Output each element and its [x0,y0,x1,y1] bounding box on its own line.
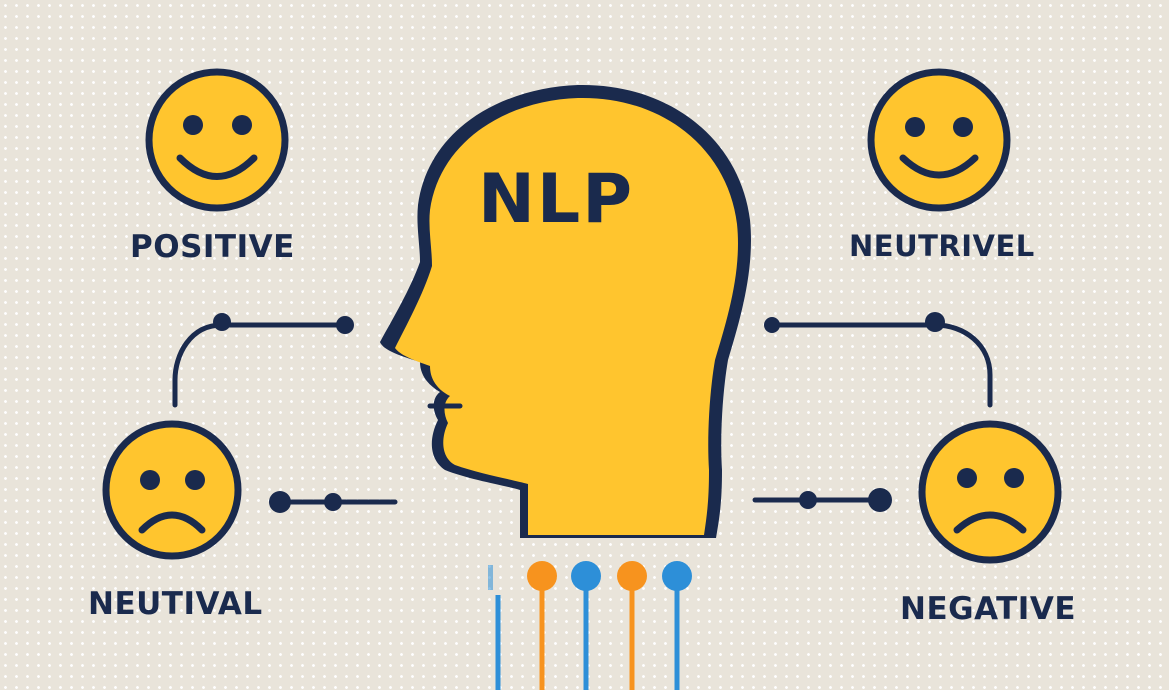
left-connectors [172,313,398,513]
frowning-face-icon [918,420,1062,564]
frowning-face-icon [102,420,242,560]
sentiment-label-neutral-top: NEUTRIVEL [849,229,1035,263]
sentiment-label-negative: NEGATIVE [900,591,1076,627]
sentiment-label-positive: POSITIVE [130,229,295,265]
smiling-face-icon [867,68,1011,212]
sentiment-label-neutral-bottom: NEUTIVAL [88,586,263,622]
right-connectors [752,312,993,512]
connector-pins [488,561,692,690]
head-silhouette [380,84,751,538]
smiling-face-icon [145,68,289,212]
head-label: NLP [478,160,635,239]
